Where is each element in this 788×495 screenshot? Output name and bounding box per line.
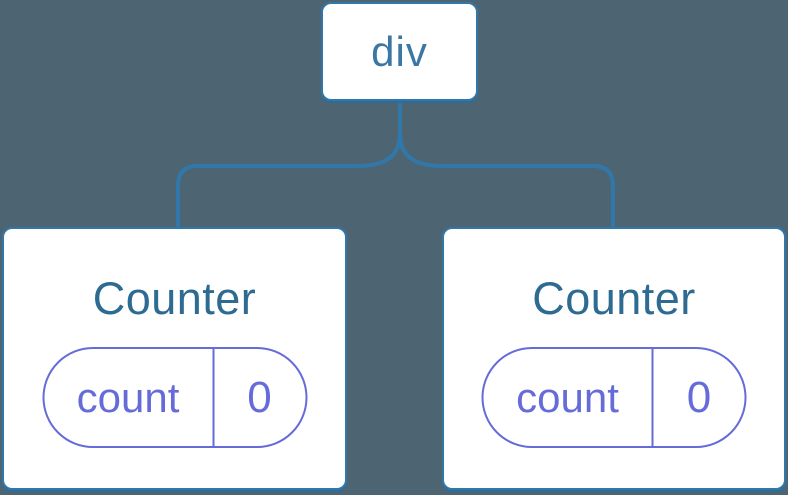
- state-key-label: count: [484, 349, 654, 446]
- counter-card-left-title: Counter: [92, 273, 257, 324]
- counter-card-left: Counter count 0: [2, 227, 347, 490]
- state-key-label: count: [44, 349, 214, 446]
- connector-right-branch: [398, 101, 615, 228]
- root-node-label: div: [371, 27, 428, 75]
- state-value: 0: [247, 372, 272, 422]
- root-node-div: div: [321, 2, 478, 101]
- counter-card-right-title: Counter: [532, 273, 696, 324]
- state-value: 0: [686, 372, 712, 422]
- counter-card-left-state-pill: count 0: [42, 347, 307, 448]
- connector-left-branch: [176, 101, 402, 228]
- counter-card-right-state-pill: count 0: [481, 347, 747, 448]
- counter-card-right: Counter count 0: [442, 227, 786, 490]
